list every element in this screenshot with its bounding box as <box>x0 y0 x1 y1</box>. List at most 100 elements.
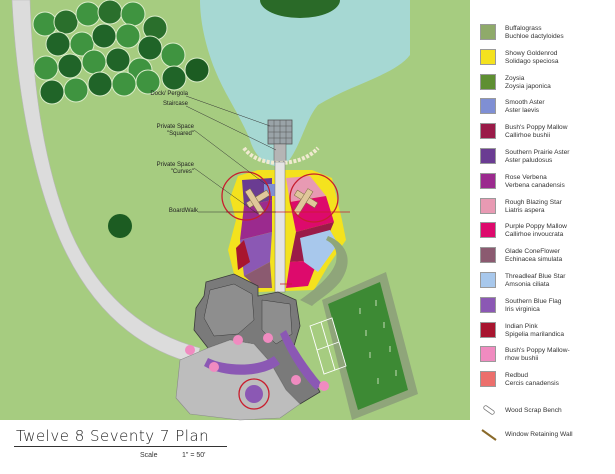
tennis-court-lines <box>309 317 347 375</box>
legend-wall-icon <box>481 429 497 441</box>
legend-wall: Window Retaining Wall <box>480 428 615 442</box>
legend-bench-icon <box>483 405 495 415</box>
legend-latin-name: Spigelia marilandica <box>505 330 565 338</box>
legend-text: Bush's Poppy Mallow-rhow bushii <box>505 347 570 363</box>
legend-latin-name: Callirhoe invoucrata <box>505 231 564 239</box>
legend-common-name: Southern Blue Flag <box>505 297 562 305</box>
legend-common-name: Zoysia <box>505 74 525 82</box>
legend-swatch <box>480 197 496 214</box>
redbud-circle-right <box>289 173 339 223</box>
legend-latin-name: Echinacea simulata <box>505 256 563 264</box>
legend-latin-name: Iris virginica <box>505 305 540 313</box>
legend-common-name: Rose Verbena <box>505 173 547 181</box>
callout-dock: Dock/ Pergola <box>150 91 188 97</box>
legend-latin-name: Zoysia japonica <box>505 82 551 90</box>
legend-swatch <box>480 296 496 313</box>
legend-common-name: Smooth Aster <box>505 99 545 107</box>
callout-staircase: Staircase <box>162 101 188 107</box>
legend-bench: Wood Scrap Bench <box>480 404 615 418</box>
sport-court <box>328 282 408 410</box>
legend-latin-name: Verbena canadensis <box>505 181 565 189</box>
legend-swatch <box>480 247 496 264</box>
boardwalk <box>274 161 286 293</box>
legend-latin-name: Aster laevis <box>505 107 540 115</box>
legend-wall-label: Window Retaining Wall <box>505 431 573 438</box>
callout-private-curves-line1: Private Space <box>156 162 194 168</box>
legend-latin-name: Solidago speciosa <box>505 57 559 65</box>
legend-common-name: Glade ConeFlower <box>505 248 560 256</box>
patio-purple-strip <box>204 356 280 375</box>
legend-common-name: Bush's Poppy Mallow <box>505 124 568 132</box>
legend-swatch <box>480 371 496 388</box>
callout-private-curves-line2: "Curves" <box>170 169 194 175</box>
retaining-wall-band <box>300 236 348 306</box>
legend-common-name: Showy Goldenrod <box>505 49 558 57</box>
private-deck-curves <box>292 188 319 216</box>
legend-latin-name: Buchloe dactyloides <box>505 33 564 40</box>
callout-private-squared-line2: "Squared" <box>167 131 194 137</box>
legend-swatch <box>480 98 496 115</box>
legend-bench-label: Wood Scrap Bench <box>505 407 562 414</box>
legend-swatch <box>480 24 496 40</box>
callout-private-curves: Private Space "Curves" <box>140 162 194 176</box>
legend-swatch <box>480 321 496 338</box>
legend-common-name: Buffalograss <box>505 25 542 32</box>
legend-swatch <box>480 346 496 363</box>
title-underline <box>14 446 227 447</box>
legend-swatch <box>480 48 496 65</box>
legend-latin-name: Amsonia ciliata <box>505 281 550 288</box>
callout-private-squared: Private Space "Squared" <box>140 124 194 138</box>
scale-value: 1" = 50' <box>182 452 206 459</box>
legend-swatch <box>480 172 496 189</box>
staircase <box>273 143 287 163</box>
plan-title: Twelve 8 Seventy 7 Plan <box>16 427 210 445</box>
legend-swatch <box>480 272 496 288</box>
lone-tree <box>108 214 132 238</box>
legend-latin-name: rhow bushii <box>505 355 539 363</box>
redbud-circle-left <box>221 171 271 221</box>
legend-latin-name: Callirhoe bushii <box>505 132 551 140</box>
legend-latin-name: Aster paludosus <box>505 157 553 164</box>
scale-label: Scale <box>140 452 158 459</box>
legend-common-name: Southern Prairie Aster <box>505 149 570 156</box>
legend-common-name: Threadleaf Blue Star <box>505 273 566 280</box>
callout-boardwalk: BoardWalk <box>168 208 198 214</box>
legend-latin-name: Cercis canadensis <box>505 380 559 388</box>
legend-common-name: Rough Blazing Star <box>505 198 562 206</box>
tree-canopy-large <box>260 0 340 18</box>
legend-item: Bush's Poppy Mallow-rhow bushii <box>480 346 615 368</box>
legend-latin-name: Liatris aspera <box>505 206 545 214</box>
legend-swatch <box>480 73 496 90</box>
pond <box>200 0 410 167</box>
legend-swatch <box>480 123 496 140</box>
court-marks <box>359 300 397 384</box>
patio-pink-markers <box>185 333 329 391</box>
legend-common-name: Bush's Poppy Mallow- <box>505 347 570 355</box>
